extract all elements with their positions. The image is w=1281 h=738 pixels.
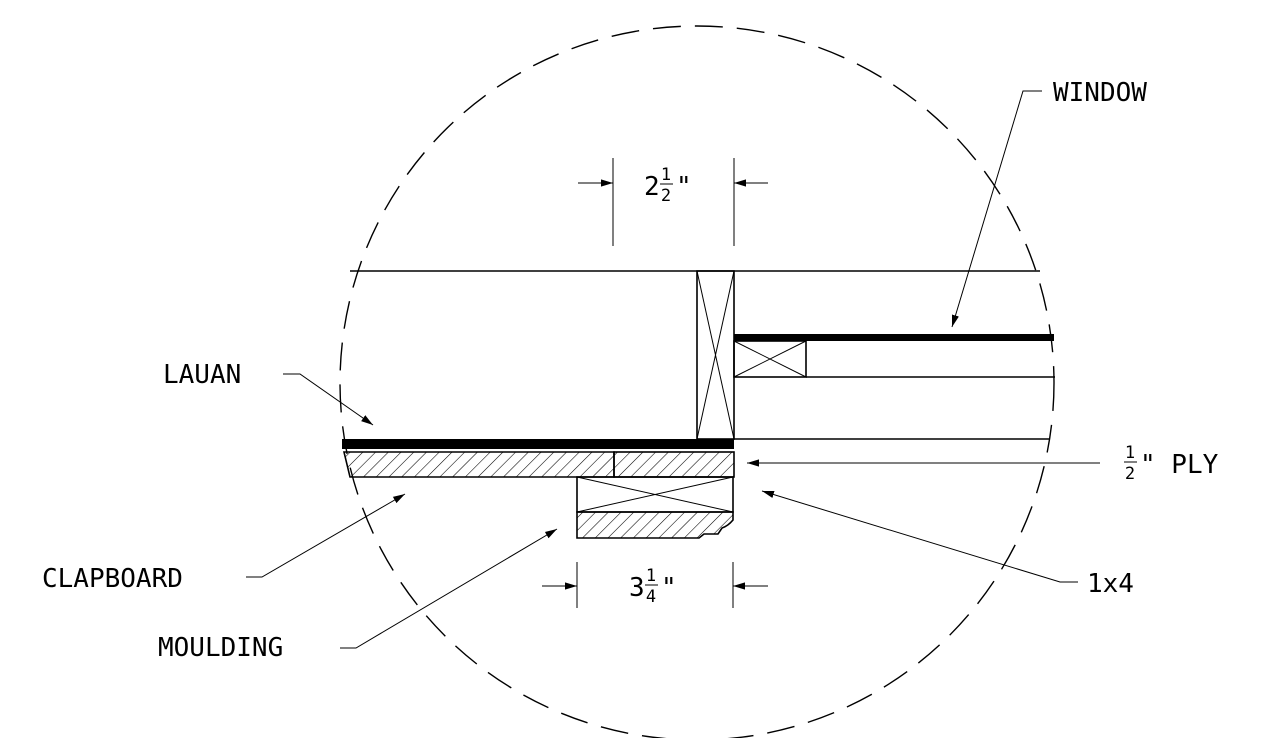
clapboard-and-ply [342,451,735,478]
one-by-four-board [576,476,734,513]
label-ply-num: 1 [1125,443,1135,463]
moulding-profile [576,511,734,539]
label-one-by-four: 1x4 [1087,569,1134,599]
label-ply-den: 2 [1125,464,1135,484]
label-clapboard: CLAPBOARD [42,564,183,594]
dimension-top-whole: 2 [644,172,660,202]
label-moulding: MOULDING [158,633,283,663]
dimension-bottom-unit: " [661,573,677,603]
leader-one-by-four [761,490,1078,583]
label-lauan: LAUAN [163,360,241,390]
dimension-bottom-whole: 3 [629,573,645,603]
label-ply-text: " PLY [1140,450,1219,480]
dimension-bottom: 3 1 4 " [542,562,768,608]
window-unit [733,334,1055,378]
leader-lauan [283,373,374,426]
dimension-top-unit: " [676,172,692,202]
detail-circle [339,25,1055,738]
dimension-bottom-den: 4 [646,587,656,607]
lauan-skin [342,439,734,449]
label-window: WINDOW [1053,78,1147,108]
leader-window [951,90,1042,328]
leader-clapboard [246,493,406,578]
leader-moulding [340,528,558,649]
dimension-top-num: 1 [661,165,671,185]
window-skin [734,334,1054,341]
dimension-bottom-num: 1 [646,566,656,586]
dimension-top: 2 1 2 " [578,158,768,246]
flat-panel [350,270,1050,440]
label-ply: 1 2 " PLY [1124,443,1219,484]
dimension-top-den: 2 [661,186,671,206]
